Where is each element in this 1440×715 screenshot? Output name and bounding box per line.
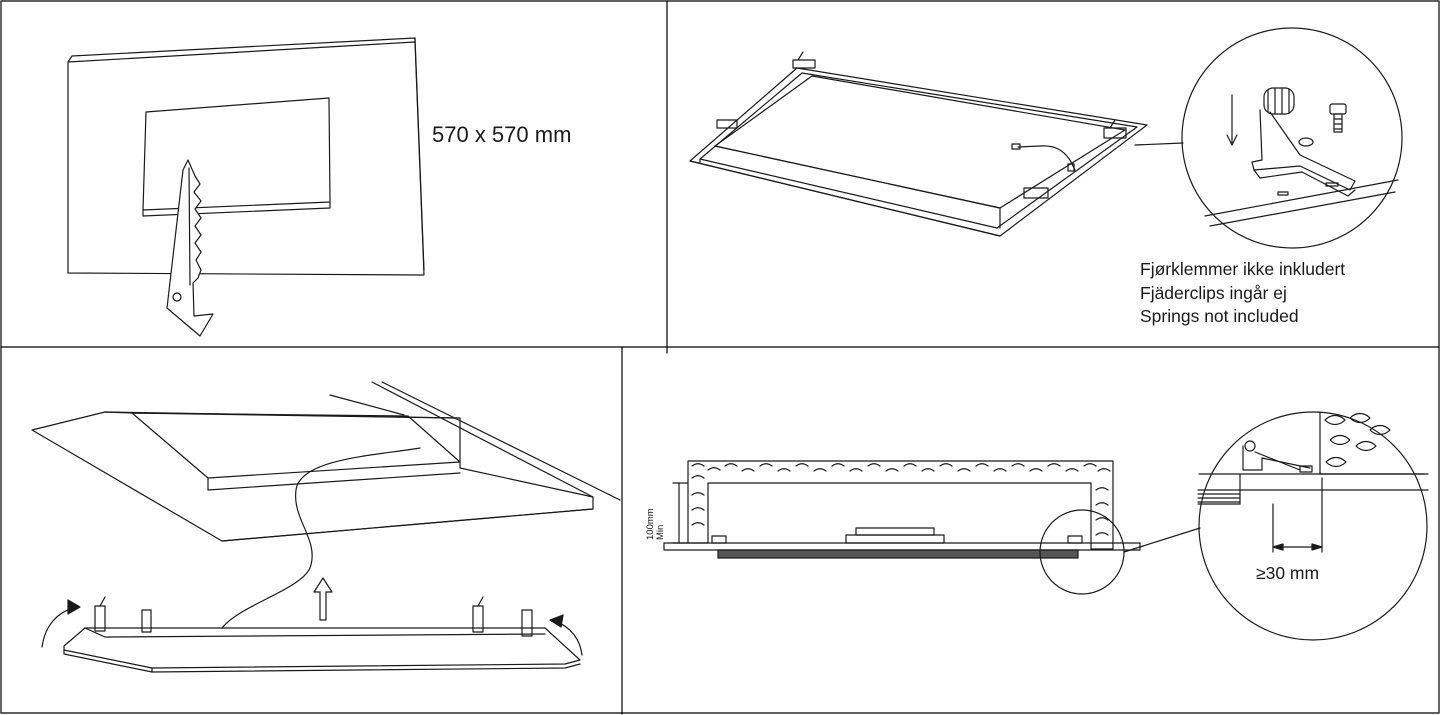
zoom-clip-detail [1204, 87, 1399, 227]
zoom-edge-detail [1197, 411, 1429, 553]
cutout-size-label: 570 x 570 mm [432, 122, 572, 147]
panel-cut-ceiling [67, 37, 425, 337]
springs-note-norwegian: Fjørklemmer ikke inkludert [1140, 259, 1346, 279]
springs-note-english: Springs not included [1140, 306, 1299, 326]
screw-icon [1329, 103, 1347, 133]
panel-cross-section [663, 411, 1429, 641]
spring-clip-icon [716, 51, 1127, 199]
panel-lift-fixture [31, 381, 621, 673]
min-depth-word: Min [655, 524, 666, 540]
curved-arrow-icon [41, 599, 583, 656]
edge-gap-label: ≥30 mm [1256, 563, 1320, 583]
insulation-cavity [687, 460, 1114, 550]
panel-led-frame [689, 27, 1403, 249]
saw-icon [166, 159, 214, 337]
spring-clip-icon [94, 596, 533, 637]
springs-note-swedish: Fjäderclips ingår ej [1140, 282, 1287, 303]
min-depth-label: 100mm Min [645, 508, 666, 540]
springs-note: Fjørklemmer ikke inkludert Fjäderclips i… [1140, 258, 1345, 329]
arrow-up-icon [313, 577, 333, 621]
